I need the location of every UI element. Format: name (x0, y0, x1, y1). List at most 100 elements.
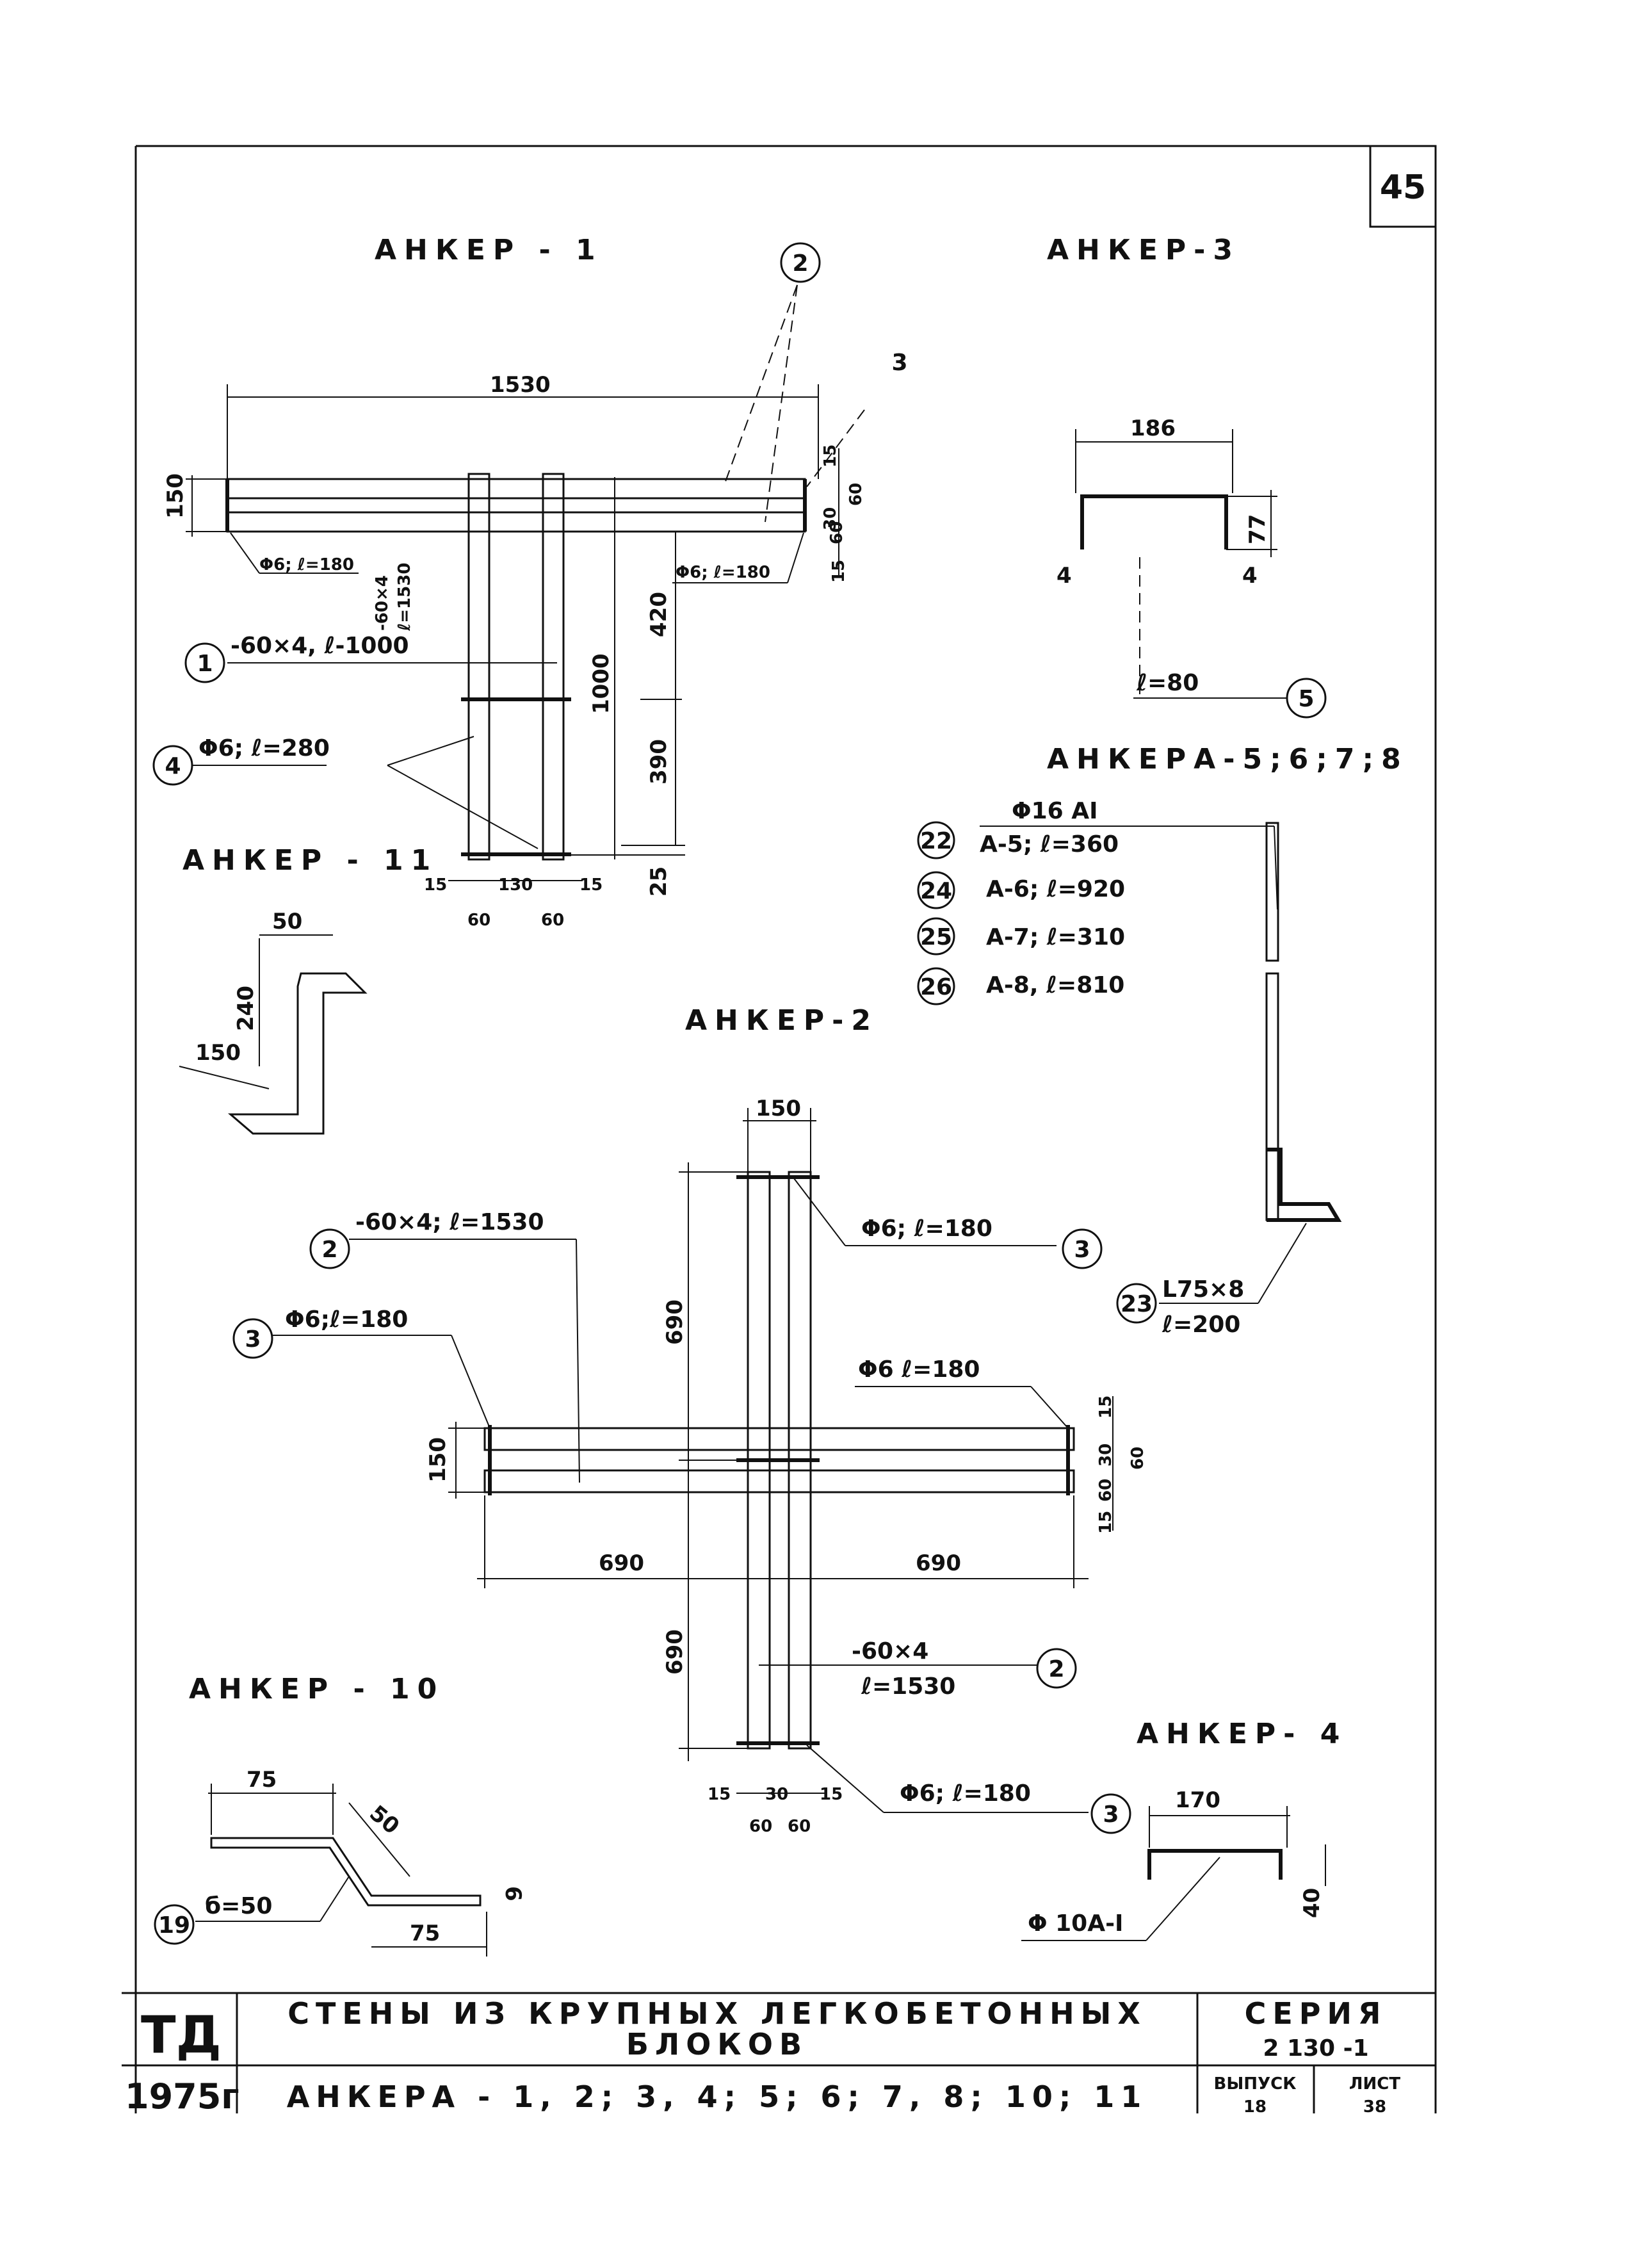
anchor-11: АНКЕР - 11 50 240 150 (179, 844, 438, 1135)
a2-callout-3a: 3 (245, 1326, 261, 1353)
a2-note-strip-h: -60×4; ℓ=1530 (355, 1209, 544, 1235)
a10-dim-75a: 75 (247, 1767, 277, 1793)
a5678-row-25: 25 А-7; ℓ=310 (917, 917, 1125, 956)
a1-note-rod-right: Φ6; ℓ=180 (676, 563, 770, 582)
a1-dim-150: 150 (163, 473, 188, 519)
anchor-3-title: АНКЕР-3 (1047, 234, 1240, 266)
a2-dim-v690-top: 690 (662, 1299, 688, 1345)
a2-dim-v690-bot: 690 (662, 1629, 688, 1675)
a5678-rod: Φ16 АI (1012, 798, 1098, 824)
a3-dim-4a: 4 (1057, 563, 1072, 589)
a1-dim-15b: 15 (829, 560, 848, 583)
a10-dim-6: 6 (500, 1886, 526, 1901)
a2-note-rod-right: Φ6 ℓ=180 (858, 1356, 980, 1383)
a5678-text-25: А-7; ℓ=310 (986, 924, 1125, 950)
a2-dim-r60b: 60 (1096, 1479, 1115, 1502)
a1-callout-1: 1 (197, 651, 213, 677)
a2-callout-3b: 3 (1074, 1237, 1090, 1263)
a5678-pos-24: 24 (920, 878, 952, 904)
a11-dim-240: 240 (233, 986, 259, 1031)
a1-callout-3: 3 (891, 350, 907, 376)
a3-note-len: ℓ=80 (1136, 670, 1199, 696)
a2-dim-b60b: 60 (788, 1817, 811, 1836)
title-block: ТД 1975г СТЕНЫ ИЗ КРУПНЫХ ЛЕГКОБЕТОННЫХ … (122, 1992, 1436, 2117)
a5678-pos-25: 25 (920, 924, 952, 950)
a1-dim-1530: 1530 (490, 372, 551, 398)
a4-dim-170: 170 (1175, 1787, 1220, 1813)
a2-callout-3c: 3 (1103, 1802, 1119, 1828)
a10-dim-50: 50 (364, 1800, 404, 1839)
a5678-text-22: А-5; ℓ=360 (980, 831, 1119, 858)
a1-note-rod-left: Φ6; ℓ=180 (259, 555, 354, 574)
anchor-10-title: АНКЕР - 10 (189, 1673, 444, 1705)
a2-dim-r15a: 15 (1096, 1395, 1115, 1419)
a2-dim-b15a: 15 (708, 1785, 731, 1804)
anchor-4-title: АНКЕР- 4 (1137, 1718, 1347, 1750)
a2-dim-l690: 690 (599, 1550, 644, 1576)
a2-dim-h150: 150 (425, 1437, 451, 1483)
a10-dim-75b: 75 (410, 1921, 440, 1946)
a2-dim-r60a: 60 (1128, 1447, 1147, 1470)
sheet-number: 45 (1380, 168, 1426, 207)
stamp-year: 1975г (125, 2076, 239, 2117)
a2-dim-r15b: 15 (1096, 1511, 1115, 1534)
a1-dim-b15b: 15 (579, 875, 603, 895)
a2-dim-r30: 30 (1096, 1444, 1115, 1467)
a1-dim-390: 390 (646, 739, 672, 785)
anchor-4: АНКЕР- 4 170 40 Φ 10А-I (1021, 1718, 1347, 1941)
stamp-sheet-label: ЛИСТ (1349, 2074, 1400, 2094)
a2-dim-b30: 30 (765, 1785, 788, 1804)
a1-note-strip-v1: -60×4 (373, 575, 392, 631)
a1-dim-1000: 1000 (588, 653, 614, 714)
anchor-3: АНКЕР-3 186 77 4 4 ℓ=80 5 (1047, 234, 1327, 719)
a2-note-strip-v1: -60×4 (852, 1638, 928, 1664)
stamp-sheet-value: 38 (1363, 2097, 1386, 2117)
a1-dim-25: 25 (646, 867, 672, 897)
stamp-series-label: СЕРИЯ (1245, 1996, 1388, 2031)
a11-dim-150: 150 (195, 1040, 241, 1066)
a5678-row-22: 22 А-5; ℓ=360 (917, 821, 1119, 859)
anchors-5-6-7-8: АНКЕРА-5;6;7;8 Φ16 АI 22 А-5; ℓ=360 24 А… (917, 743, 1409, 1338)
a10-callout-19: 19 (158, 1912, 190, 1939)
a5678-text-26: А-8, ℓ=810 (986, 972, 1124, 998)
a3-dim-4b: 4 (1242, 563, 1258, 589)
a2-note-rod-top: Φ6; ℓ=180 (861, 1216, 992, 1242)
a4-dim-40: 40 (1299, 1888, 1325, 1918)
a3-callout-5: 5 (1298, 686, 1314, 712)
a2-callout-2a: 2 (321, 1237, 337, 1263)
a5678-pos-23: 23 (1121, 1291, 1153, 1317)
a1-dim-30: 30 (821, 507, 840, 530)
a11-dim-50: 50 (272, 909, 302, 934)
a2-dim-top150: 150 (756, 1096, 801, 1121)
a2-note-rod-bottom: Φ6; ℓ=180 (900, 1780, 1031, 1807)
stamp-code: ТД (141, 2005, 222, 2065)
a2-note-strip-v2: ℓ=1530 (861, 1673, 955, 1700)
a2-note-rod-left: Φ6;ℓ=180 (285, 1306, 408, 1333)
a1-dim-60a: 60 (846, 483, 866, 506)
a1-dim-b15a: 15 (424, 875, 447, 895)
a1-dim-60b: 60 (827, 521, 846, 544)
a1-dim-b60b: 60 (541, 911, 564, 930)
stamp-issue-label: ВЫПУСК (1214, 2074, 1297, 2094)
a10-note: б=50 (205, 1893, 272, 1919)
stamp-title-3: АНКЕРА - 1, 2; 3, 4; 5; 6; 7, 8; 10; 11 (287, 2079, 1148, 2114)
a4-note: Φ 10А-I (1028, 1910, 1123, 1937)
sheet-frame: 45 (134, 145, 1437, 2113)
a5678-pos-22: 22 (920, 828, 952, 854)
anchor-11-title: АНКЕР - 11 (182, 844, 438, 877)
anchor-2-title: АНКЕР-2 (685, 1004, 879, 1037)
a5678-text-24: А-6; ℓ=920 (986, 876, 1125, 902)
a5678-angle-2: ℓ=200 (1162, 1312, 1240, 1338)
a2-dim-r690: 690 (916, 1550, 961, 1576)
a1-note-rod-280: Φ6; ℓ=280 (198, 735, 330, 761)
anchor-2: АНКЕР-2 150 690 690 150 690 690 (232, 1004, 1147, 1836)
a5678-row-26: 26 А-8, ℓ=810 (917, 967, 1124, 1005)
a1-callout-2: 2 (792, 250, 808, 277)
a1-callout-4: 4 (165, 753, 181, 779)
a1-dim-420: 420 (646, 592, 672, 637)
anchors-5-8-title: АНКЕРА-5;6;7;8 (1047, 743, 1409, 776)
stamp-title-1: СТЕНЫ ИЗ КРУПНЫХ ЛЕГКОБЕТОННЫХ (287, 1996, 1147, 2031)
a5678-angle-1: L75×8 (1162, 1276, 1244, 1303)
a1-note-strip-v2: ℓ=1530 (395, 563, 414, 631)
